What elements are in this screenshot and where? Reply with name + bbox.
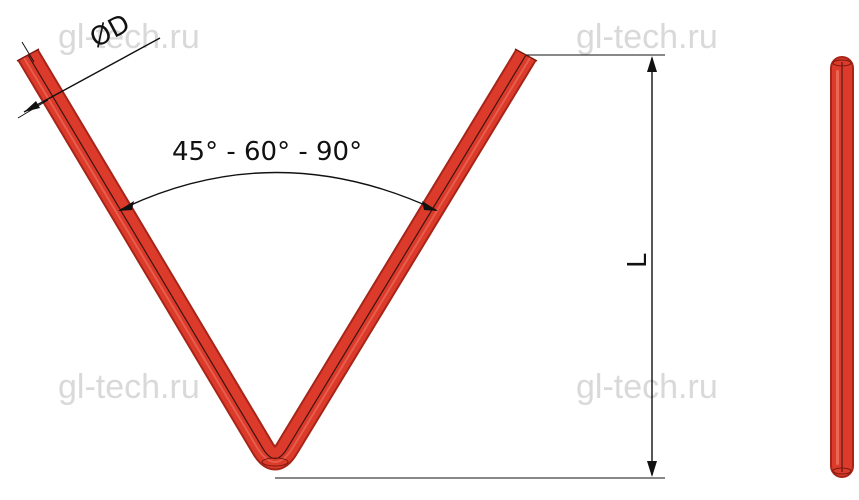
diameter-leader-line — [23, 37, 161, 113]
v-shaped-tube — [16, 48, 538, 471]
watermark-top-left: gl-tech.ru — [58, 18, 200, 56]
watermark-top-right: gl-tech.ru — [576, 18, 718, 56]
diameter-extension-left — [21, 41, 35, 63]
side-view-bottom-cap — [832, 467, 852, 475]
angle-arrow-right — [422, 201, 438, 211]
side-view-tube-highlight — [836, 70, 839, 465]
length-arrow-top — [647, 56, 657, 72]
bend-seam — [261, 457, 289, 467]
watermark-bottom-right: gl-tech.ru — [576, 368, 718, 406]
side-view-top-cap — [832, 59, 852, 67]
length-arrow-bottom — [647, 461, 657, 477]
watermarks: gl-tech.ru gl-tech.ru gl-tech.ru gl-tech… — [58, 18, 718, 406]
angle-label: 45° - 60° - 90° — [172, 137, 362, 167]
length-label: L — [623, 253, 653, 268]
tube-end-left — [16, 48, 40, 62]
watermark-bottom-left: gl-tech.ru — [58, 368, 200, 406]
diameter-arrow — [24, 101, 40, 112]
angle-arc — [119, 171, 437, 211]
angle-dimension: 45° - 60° - 90° — [118, 137, 438, 211]
angle-arrow-left — [118, 201, 134, 211]
length-dimension: L — [275, 54, 665, 479]
side-view-tube — [830, 56, 854, 478]
tube-highlight — [23, 57, 531, 463]
